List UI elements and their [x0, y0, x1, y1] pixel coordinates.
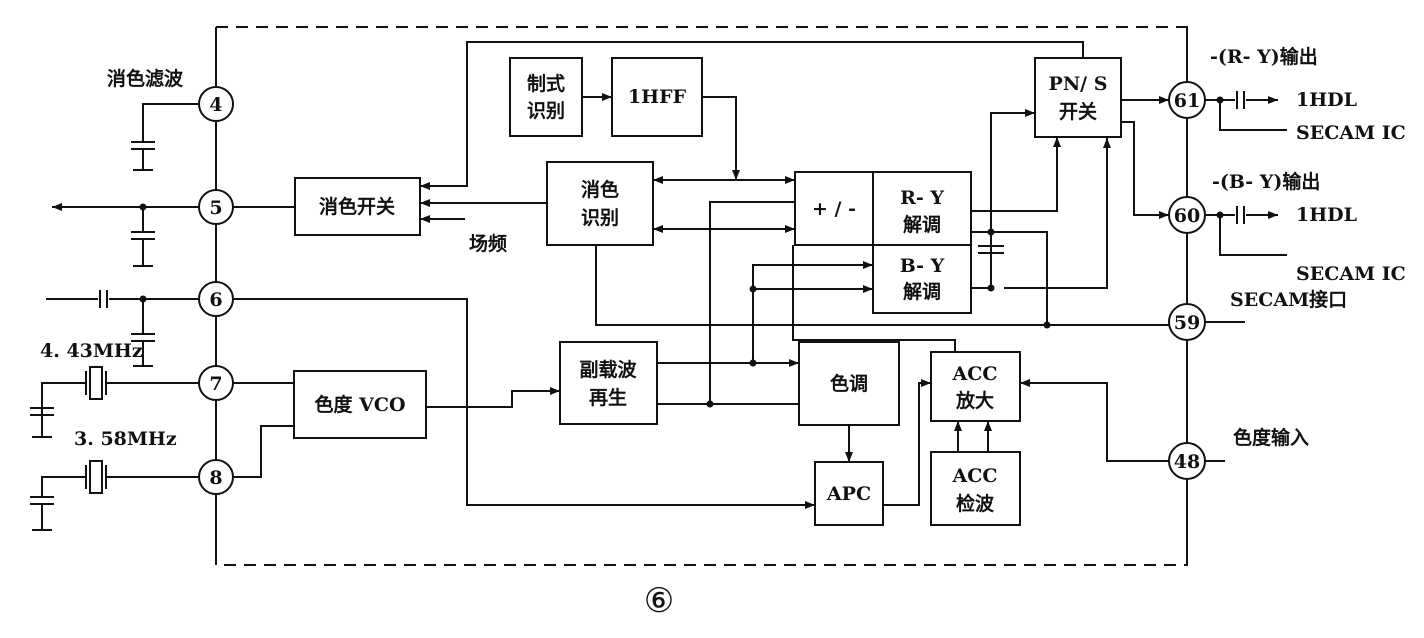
- crystal-443: [85, 366, 107, 400]
- svg-text:5: 5: [209, 197, 222, 219]
- pin-5: 5: [198, 189, 234, 225]
- block-pn-s-switch: PN/ S 开关: [1034, 57, 1122, 138]
- junction-dots: [139, 96, 1224, 408]
- svg-text:识别: 识别: [527, 100, 565, 122]
- block-ry-demod-label: R- Y: [900, 187, 944, 209]
- block-killer-switch-label: 消色开关: [319, 195, 395, 218]
- wires: [30, 27, 1287, 565]
- crystal-358: [85, 460, 107, 494]
- block-hue: 色调: [798, 341, 900, 426]
- svg-text:1HFF: 1HFF: [628, 86, 687, 108]
- label-secam-ic-2: SECAM IC: [1296, 263, 1406, 285]
- pin-61: 61: [1168, 81, 1206, 119]
- svg-text:PN/ S: PN/ S: [1049, 73, 1108, 95]
- block-demod-group: + / - R- Y 解调: [794, 171, 972, 246]
- label-hdl-1: 1HDL: [1296, 89, 1357, 111]
- pin-6: 6: [198, 281, 234, 317]
- svg-text:解调: 解调: [903, 213, 941, 236]
- block-acc-det: ACC 检波: [930, 451, 1021, 526]
- svg-text:B- Y: B- Y: [900, 255, 945, 277]
- label-secam-ic-1: SECAM IC: [1296, 122, 1406, 144]
- label-xtal-358: 3. 58MHz: [74, 428, 177, 450]
- pin-7: 7: [198, 365, 234, 401]
- svg-text:59: 59: [1174, 312, 1200, 334]
- svg-text:6: 6: [209, 289, 222, 311]
- svg-text:4: 4: [209, 94, 222, 116]
- svg-text:检波: 检波: [956, 492, 995, 515]
- block-subcarrier-regen: 副载波 再生: [559, 341, 658, 425]
- svg-text:消色: 消色: [581, 178, 619, 201]
- block-apc: APC: [814, 461, 884, 526]
- pin-59: 59: [1168, 303, 1206, 341]
- label-xtal-443: 4. 43MHz: [40, 340, 143, 362]
- block-killer-ident: 消色 识别: [546, 161, 654, 246]
- svg-text:再生: 再生: [589, 386, 627, 409]
- svg-text:副载波: 副载波: [579, 358, 637, 381]
- label-ry-out: -(R- Y)输出: [1210, 45, 1318, 68]
- label-by-out: -(B- Y)输出: [1212, 170, 1320, 193]
- svg-text:制式: 制式: [527, 72, 565, 95]
- block-acc-amp: ACC 放大: [930, 351, 1021, 422]
- block-by-demod: B- Y 解调: [872, 244, 972, 314]
- pin-4: 4: [198, 86, 234, 122]
- pin-48: 48: [1168, 442, 1206, 480]
- label-secam-interface: SECAM接口: [1230, 289, 1347, 311]
- label-field-freq: 场频: [469, 232, 507, 255]
- label-hdl-2: 1HDL: [1296, 204, 1357, 226]
- block-killer-switch: 消色开关: [294, 177, 421, 236]
- figure-number: ⑥: [644, 581, 674, 621]
- svg-text:61: 61: [1174, 90, 1200, 112]
- svg-text:48: 48: [1174, 451, 1200, 473]
- svg-text:ACC: ACC: [952, 363, 998, 385]
- svg-text:解调: 解调: [903, 280, 941, 303]
- svg-text:60: 60: [1174, 205, 1200, 227]
- svg-text:识别: 识别: [581, 207, 619, 229]
- block-pm-switch-label: + / -: [812, 198, 856, 220]
- label-killer-filter: 消色滤波: [107, 67, 184, 90]
- label-chroma-input: 色度输入: [1233, 426, 1309, 449]
- arrow-heads: [52, 93, 1278, 509]
- svg-text:APC: APC: [826, 483, 871, 505]
- pin-8: 8: [198, 459, 234, 495]
- svg-text:7: 7: [209, 373, 222, 395]
- svg-text:开关: 开关: [1059, 100, 1097, 123]
- svg-text:放大: 放大: [955, 389, 994, 412]
- svg-text:色调: 色调: [830, 372, 868, 395]
- svg-text:8: 8: [209, 467, 222, 489]
- external-labels: 消色滤波 场频 4. 43MHz 3. 58MHz -(R- Y)输出 1HDL…: [40, 45, 1406, 621]
- block-1hff: 1HFF: [611, 57, 703, 137]
- svg-text:色度 VCO: 色度 VCO: [314, 393, 405, 416]
- svg-text:ACC: ACC: [952, 465, 998, 487]
- block-system-ident: 制式 识别: [509, 57, 583, 137]
- block-chroma-vco: 色度 VCO: [293, 370, 427, 439]
- pin-60: 60: [1168, 196, 1206, 234]
